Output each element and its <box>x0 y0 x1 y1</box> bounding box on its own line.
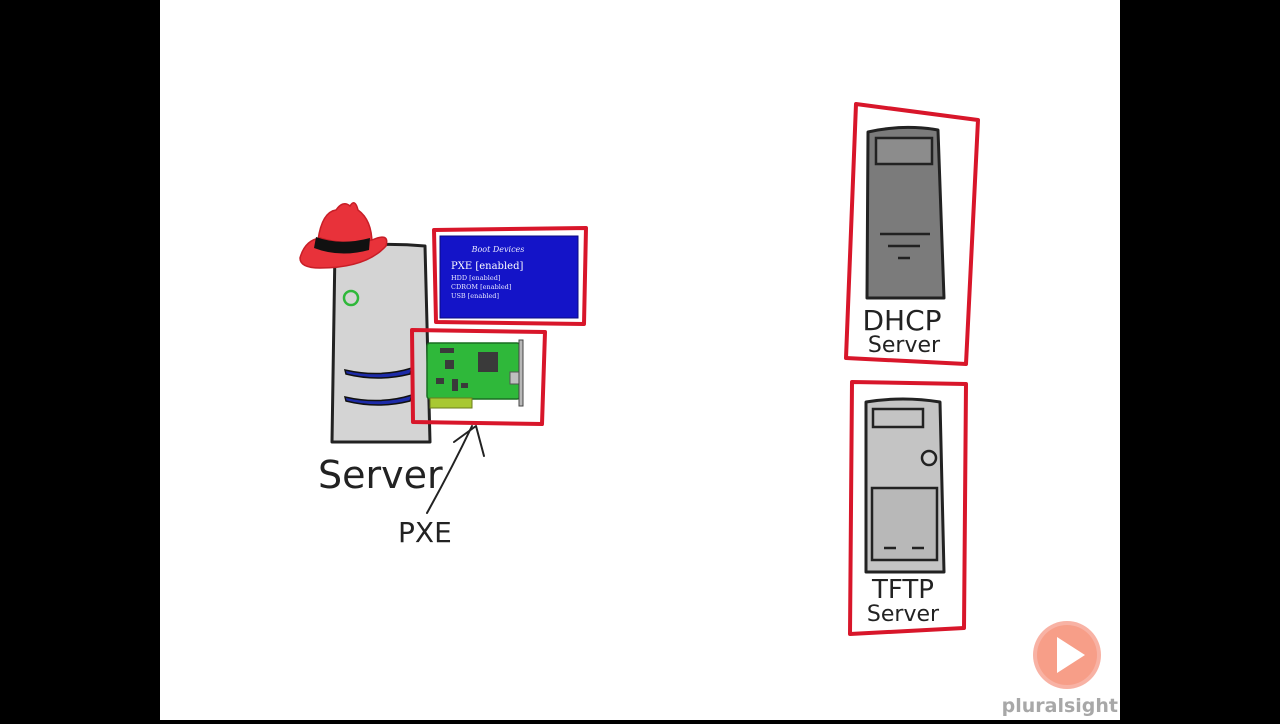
pxe-arrow <box>426 425 485 514</box>
server-tower <box>330 242 432 444</box>
tftp-highlight-box <box>848 380 968 636</box>
bios-selected-item: PXE [enabled] <box>451 261 523 272</box>
bios-title: Boot Devices <box>471 245 525 254</box>
red-hat-icon <box>299 202 388 269</box>
dhcp-label-line1: DHCP <box>862 304 941 337</box>
letterbox-right <box>1120 0 1280 720</box>
pxe-label: PXE <box>398 516 452 549</box>
drive-bay-2 <box>343 393 414 406</box>
bios-item: USB [enabled] <box>451 292 499 300</box>
bios-boot-menu: Boot Devices PXE [enabled] HDD [enabled]… <box>439 235 579 319</box>
dhcp-server-tower <box>865 125 946 300</box>
tftp-server-tower <box>864 397 946 574</box>
dhcp-label-line2: Server <box>868 333 941 358</box>
bios-item: CDROM [enabled] <box>451 283 511 291</box>
bios-highlight-box <box>432 226 588 326</box>
drive-bay-1 <box>343 366 414 379</box>
tftp-label-line1: TFTP <box>871 575 934 605</box>
tftp-label-line2: Server <box>867 602 940 627</box>
pluralsight-wordmark: pluralsight <box>1002 695 1118 717</box>
network-card <box>426 339 524 409</box>
letterbox-left <box>0 0 160 720</box>
power-led-icon <box>342 289 360 307</box>
power-button-icon <box>920 449 938 467</box>
whiteboard-canvas <box>160 0 1120 720</box>
nic-highlight-box <box>410 328 547 426</box>
pluralsight-logo: pluralsight <box>1002 621 1118 717</box>
dhcp-highlight-box <box>844 102 980 366</box>
bios-item: HDD [enabled] <box>451 274 500 282</box>
server-label: Server <box>318 453 443 497</box>
